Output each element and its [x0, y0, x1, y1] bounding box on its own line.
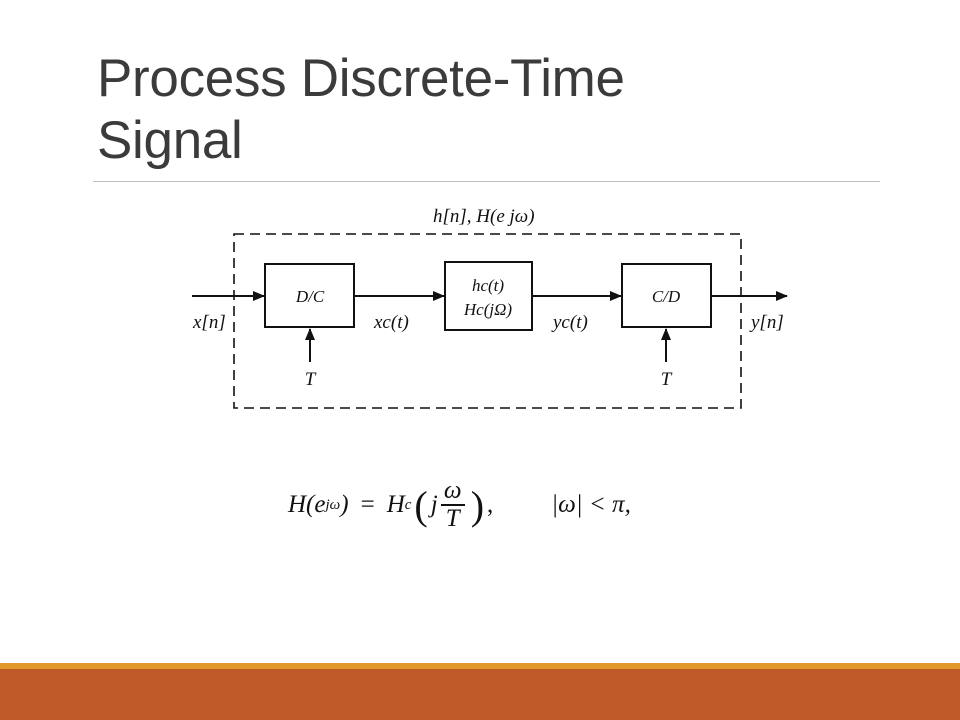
footer-band [0, 669, 960, 720]
xc-signal-label: xc(t) [373, 312, 409, 333]
yc-signal-label: yc(t) [551, 312, 588, 333]
formula-lhs-exponent: jω [325, 496, 341, 513]
formula-fraction-denominator: T [445, 505, 460, 532]
slide-title-line-1: Process Discrete-Time [97, 49, 625, 108]
continuous-filter-block [444, 261, 533, 331]
formula-lhs-close: ) [340, 491, 349, 518]
formula-rhs-j: j [430, 491, 438, 518]
system-label-text: h[n], H(e jω) [433, 206, 535, 227]
formula-fraction: ω T [440, 477, 465, 532]
formula-rhs-h: H [386, 491, 405, 518]
dc-block-label: D/C [295, 287, 325, 306]
formula-condition: |ω| < π, [551, 491, 631, 518]
cd-converter-block [621, 263, 712, 328]
formula-open-paren: ( [414, 482, 428, 528]
filter-label-frequency: Hc(jΩ) [463, 300, 513, 319]
output-signal-label: y[n] [749, 312, 784, 333]
slide-title: Process Discrete-Time Signal [97, 48, 897, 172]
sampling-period-left-label: T [305, 369, 317, 390]
system-boundary [233, 233, 742, 409]
filter-label-impulse: hc(t) [472, 276, 504, 295]
formula-fraction-bar [440, 504, 465, 506]
title-divider [93, 181, 880, 182]
formula-fraction-numerator: ω [443, 477, 462, 504]
formula-comma: , [487, 491, 494, 518]
system-label: h[n], H(e jω) [433, 206, 535, 227]
footer-accent-band [0, 663, 960, 669]
sampling-period-right-label: T [661, 369, 673, 390]
slide-title-line-2: Signal [97, 111, 243, 170]
formula-close-paren: ) [470, 482, 485, 528]
formula-rhs-subscript: c [404, 496, 412, 513]
input-signal-label: x[n] [192, 312, 226, 333]
dc-converter-block [264, 263, 355, 328]
formula-equals: = [360, 491, 375, 518]
formula-lhs: H(e [288, 491, 326, 518]
cd-block-label: C/D [652, 287, 681, 306]
